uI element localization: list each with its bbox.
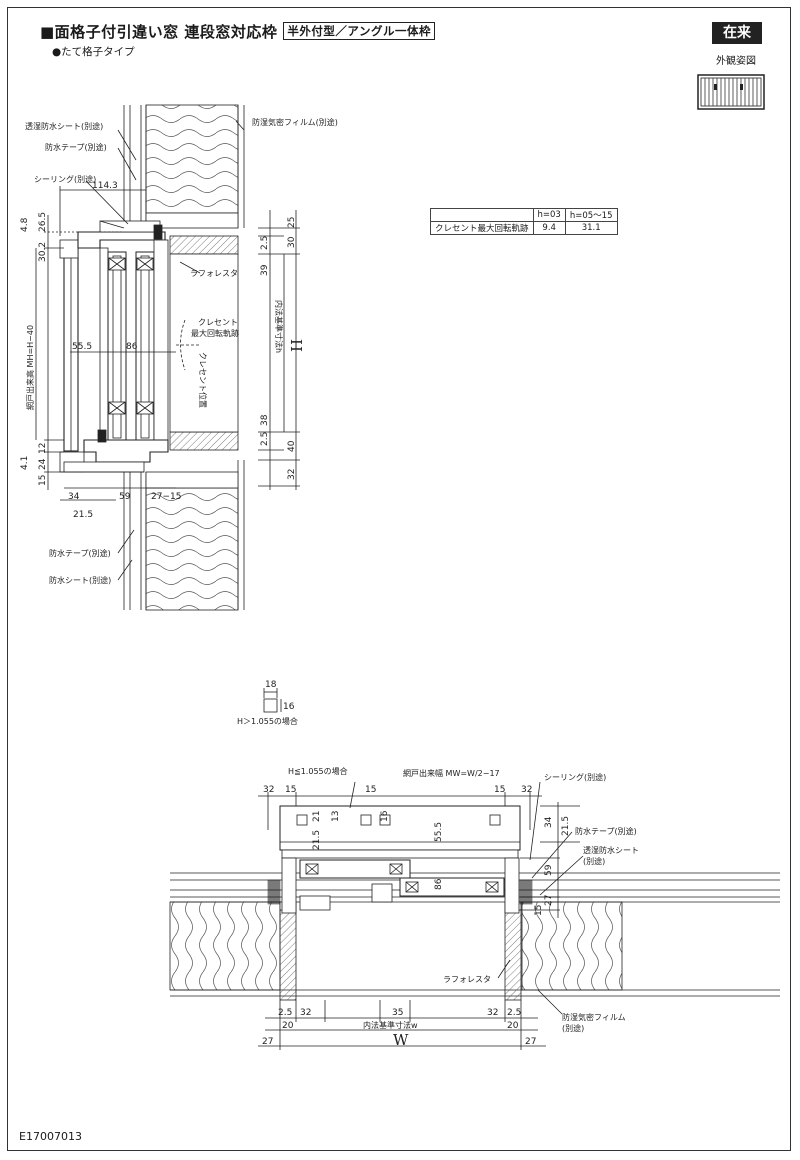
plan-dim-W: W	[393, 1031, 409, 1049]
dim-30-2: 30.2	[38, 242, 48, 262]
detail-caption: H＞1.055の場合	[237, 716, 298, 726]
page-title: ■面格子付引違い窓 連段窓対応枠半外付型／アングル一体枠	[40, 21, 435, 42]
plan-note-permeable-sheet: 透湿防水シート	[583, 845, 639, 855]
plan-dim-35: 35	[392, 1008, 403, 1018]
dim-38: 38	[260, 414, 270, 426]
exterior-view-label: 外観姿図	[716, 56, 756, 67]
plan-dim-27a: 27	[262, 1037, 273, 1047]
dim-4-8: 4.8	[20, 217, 30, 232]
plan-dim-15a: 15	[285, 785, 296, 795]
plan-dim-16: 16	[380, 810, 390, 822]
plan-dim-21: 21	[312, 811, 322, 822]
dim-H: H	[288, 339, 306, 352]
plan-dim-15b: 15	[365, 785, 376, 795]
plan-dim-32d: 32	[487, 1008, 498, 1018]
note-waterproof-tape-bottom: 防水テープ(別途)	[49, 548, 111, 558]
plan-dim-32a: 32	[263, 785, 274, 795]
plan-dim-21-5b: 21.5	[561, 816, 571, 836]
dim-34: 34	[68, 492, 80, 502]
document-id: E17007013	[19, 1130, 82, 1143]
dim-25: 25	[287, 217, 297, 228]
plan-note-airtight-film-2: (別途)	[562, 1023, 584, 1033]
plan-dim-27: 27	[544, 895, 554, 906]
plan-note-waterproof-tape: 防水テープ(別途)	[575, 826, 637, 836]
dim-12: 12	[38, 443, 48, 454]
plan-dim-27b: 27	[525, 1037, 536, 1047]
note-screen-height: 網戸出来高 MH=H−40	[25, 325, 35, 410]
note-inner-std-h: 内法基準寸法h	[274, 300, 284, 353]
dim-15: 15	[38, 475, 48, 486]
dim-26-5: 26.5	[38, 212, 48, 232]
dim-27-15: 27−15	[151, 492, 181, 502]
detail-dim-16: 16	[283, 702, 295, 712]
plan-note-screen-width: 網戸出来幅 MW=W/2−17	[403, 768, 500, 778]
exterior-view-icon	[697, 74, 765, 110]
crescent-table-v1: 9.4	[532, 221, 566, 235]
dim-39: 39	[260, 264, 270, 276]
vertical-section	[35, 104, 300, 611]
page-subtitle: ●たて格子タイプ	[52, 46, 135, 58]
dim-2-5-bottom: 2.5	[260, 432, 270, 446]
plan-dim-20b: 20	[507, 1021, 519, 1031]
dim-59: 59	[119, 492, 131, 502]
plan-dim-20a: 20	[282, 1021, 294, 1031]
zairai-badge: 在来	[712, 22, 762, 44]
dim-55-5: 55.5	[72, 342, 92, 352]
note-waterproof-sheet: 防水シート(別途)	[49, 575, 111, 585]
plan-dim-15d: 15	[534, 905, 544, 916]
plan-dim-34: 34	[544, 816, 554, 828]
crescent-table-v2: 31.1	[564, 221, 618, 235]
plan-note-lath-forester: ラフォレスタ	[443, 975, 491, 984]
dim-21-5: 21.5	[73, 510, 93, 520]
note-crescent-trace: 最大回転軌跡	[191, 328, 239, 338]
plan-dim-13: 13	[331, 811, 341, 822]
plan-dim-59: 59	[544, 864, 554, 876]
plan-dim-86: 86	[434, 878, 444, 890]
note-crescent-pos: クレセント位置	[198, 352, 208, 408]
dim-2-5-top: 2.5	[260, 236, 270, 250]
plan-dim-32c: 32	[300, 1008, 311, 1018]
page-frame	[7, 7, 791, 1151]
note-lath-forester: ラフォレスタ	[190, 269, 238, 278]
plan-dim-2-5a: 2.5	[278, 1008, 292, 1018]
plan-dim-21-5a: 21.5	[312, 830, 322, 850]
plan-note-inner-std-w: 内法基準寸法w	[363, 1020, 418, 1030]
plan-dim-55-5: 55.5	[434, 822, 444, 842]
note-airtight-film: 防湿気密フィルム(別途)	[252, 117, 338, 127]
plan-dim-2-5b: 2.5	[507, 1008, 521, 1018]
lattice-detail	[263, 688, 282, 713]
detail-dim-18: 18	[265, 680, 277, 690]
note-crescent: クレセント	[198, 318, 238, 327]
dim-114-3: 114.3	[92, 181, 118, 191]
plan-note-permeable-sheet-2: (別途)	[583, 856, 605, 866]
plan-note-sealing: シーリング(別途)	[544, 772, 606, 782]
dim-24: 24	[38, 458, 48, 470]
note-waterproof-tape-top: 防水テープ(別途)	[45, 142, 107, 152]
title-type-box: 半外付型／アングル一体枠	[283, 22, 435, 40]
dim-4-1: 4.1	[20, 456, 30, 470]
dim-32: 32	[287, 469, 297, 480]
note-permeable-sheet: 透湿防水シート(別途)	[25, 121, 103, 131]
plan-note-airtight-film: 防湿気密フィルム	[562, 1012, 626, 1022]
dim-86: 86	[126, 342, 138, 352]
dim-30: 30	[287, 236, 297, 248]
note-sealing: シーリング(別途)	[34, 174, 96, 184]
plan-dim-32b: 32	[521, 785, 532, 795]
dim-40: 40	[287, 440, 297, 452]
plan-note-h-case: H≦1.055の場合	[288, 766, 348, 776]
plan-dim-15c: 15	[494, 785, 505, 795]
horizontal-plan	[169, 781, 780, 1050]
